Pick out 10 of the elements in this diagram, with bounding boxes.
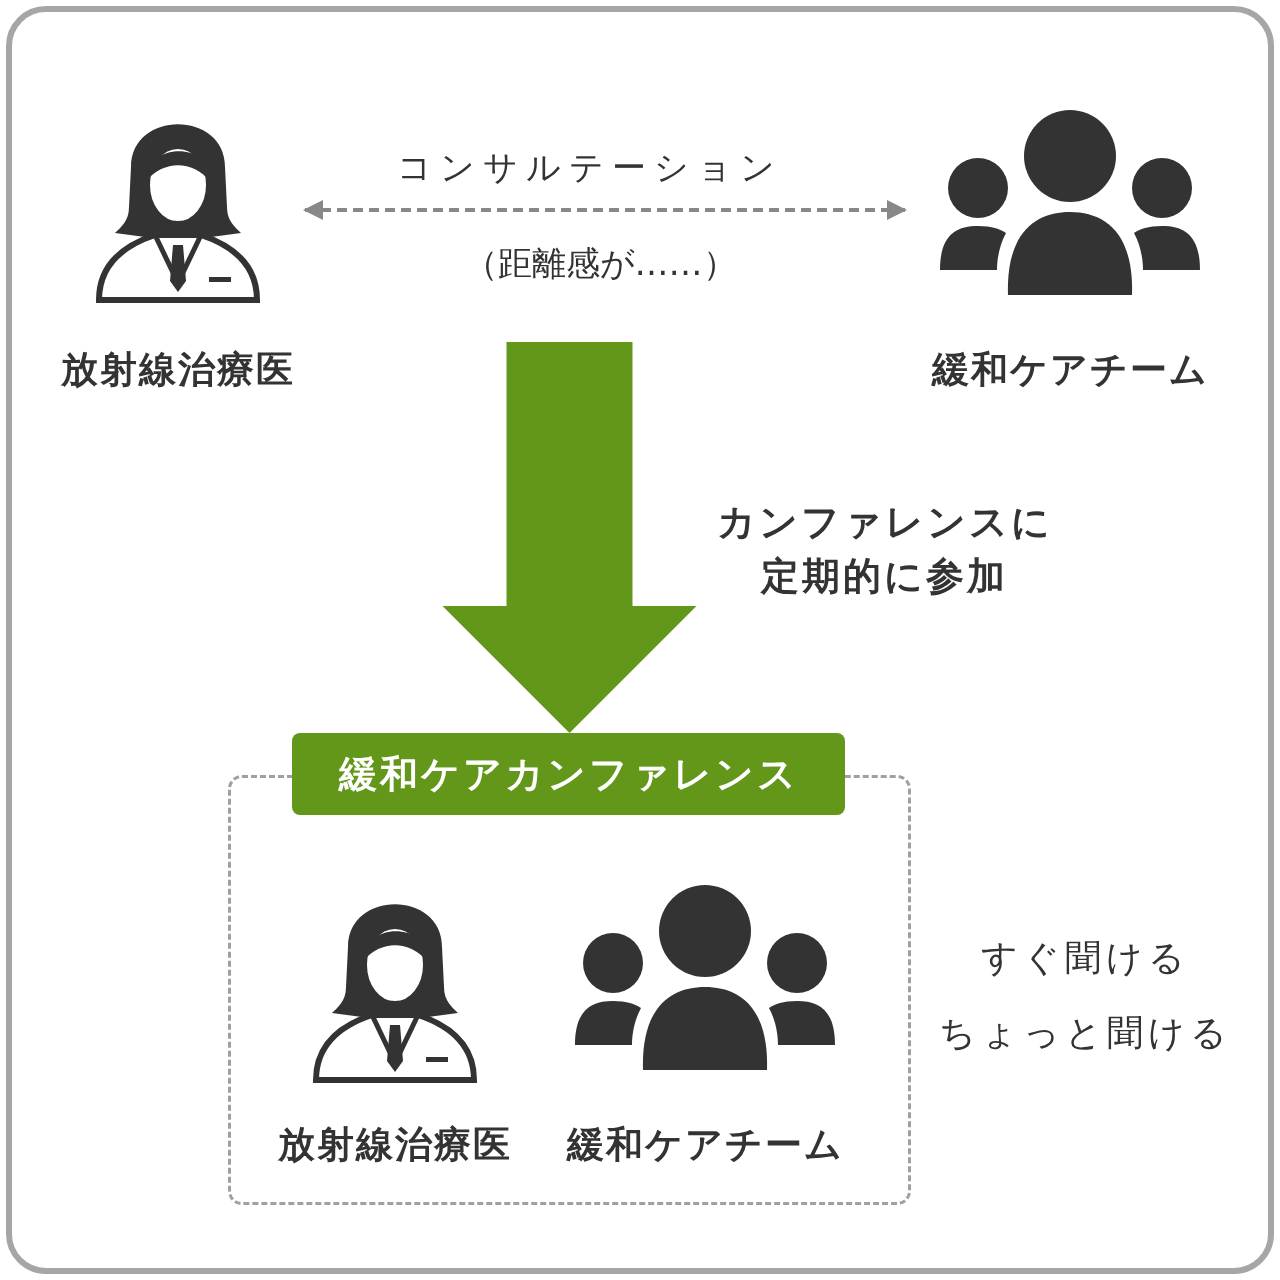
- role-label: 放射線治療医: [59, 347, 296, 393]
- arrow: [303, 200, 907, 220]
- note-text: （距離感が……）: [462, 242, 738, 285]
- role-label: 放射線治療医: [276, 1122, 513, 1168]
- arrow: [442, 342, 697, 733]
- role-label: 緩和ケアチーム: [565, 1122, 845, 1168]
- note-text: すぐ聞ける: [979, 936, 1191, 980]
- header-bar: 緩和ケアカンファレンス: [292, 733, 845, 815]
- note-text: ちょっと聞ける: [937, 1011, 1233, 1055]
- role-label: 緩和ケアチーム: [930, 347, 1210, 393]
